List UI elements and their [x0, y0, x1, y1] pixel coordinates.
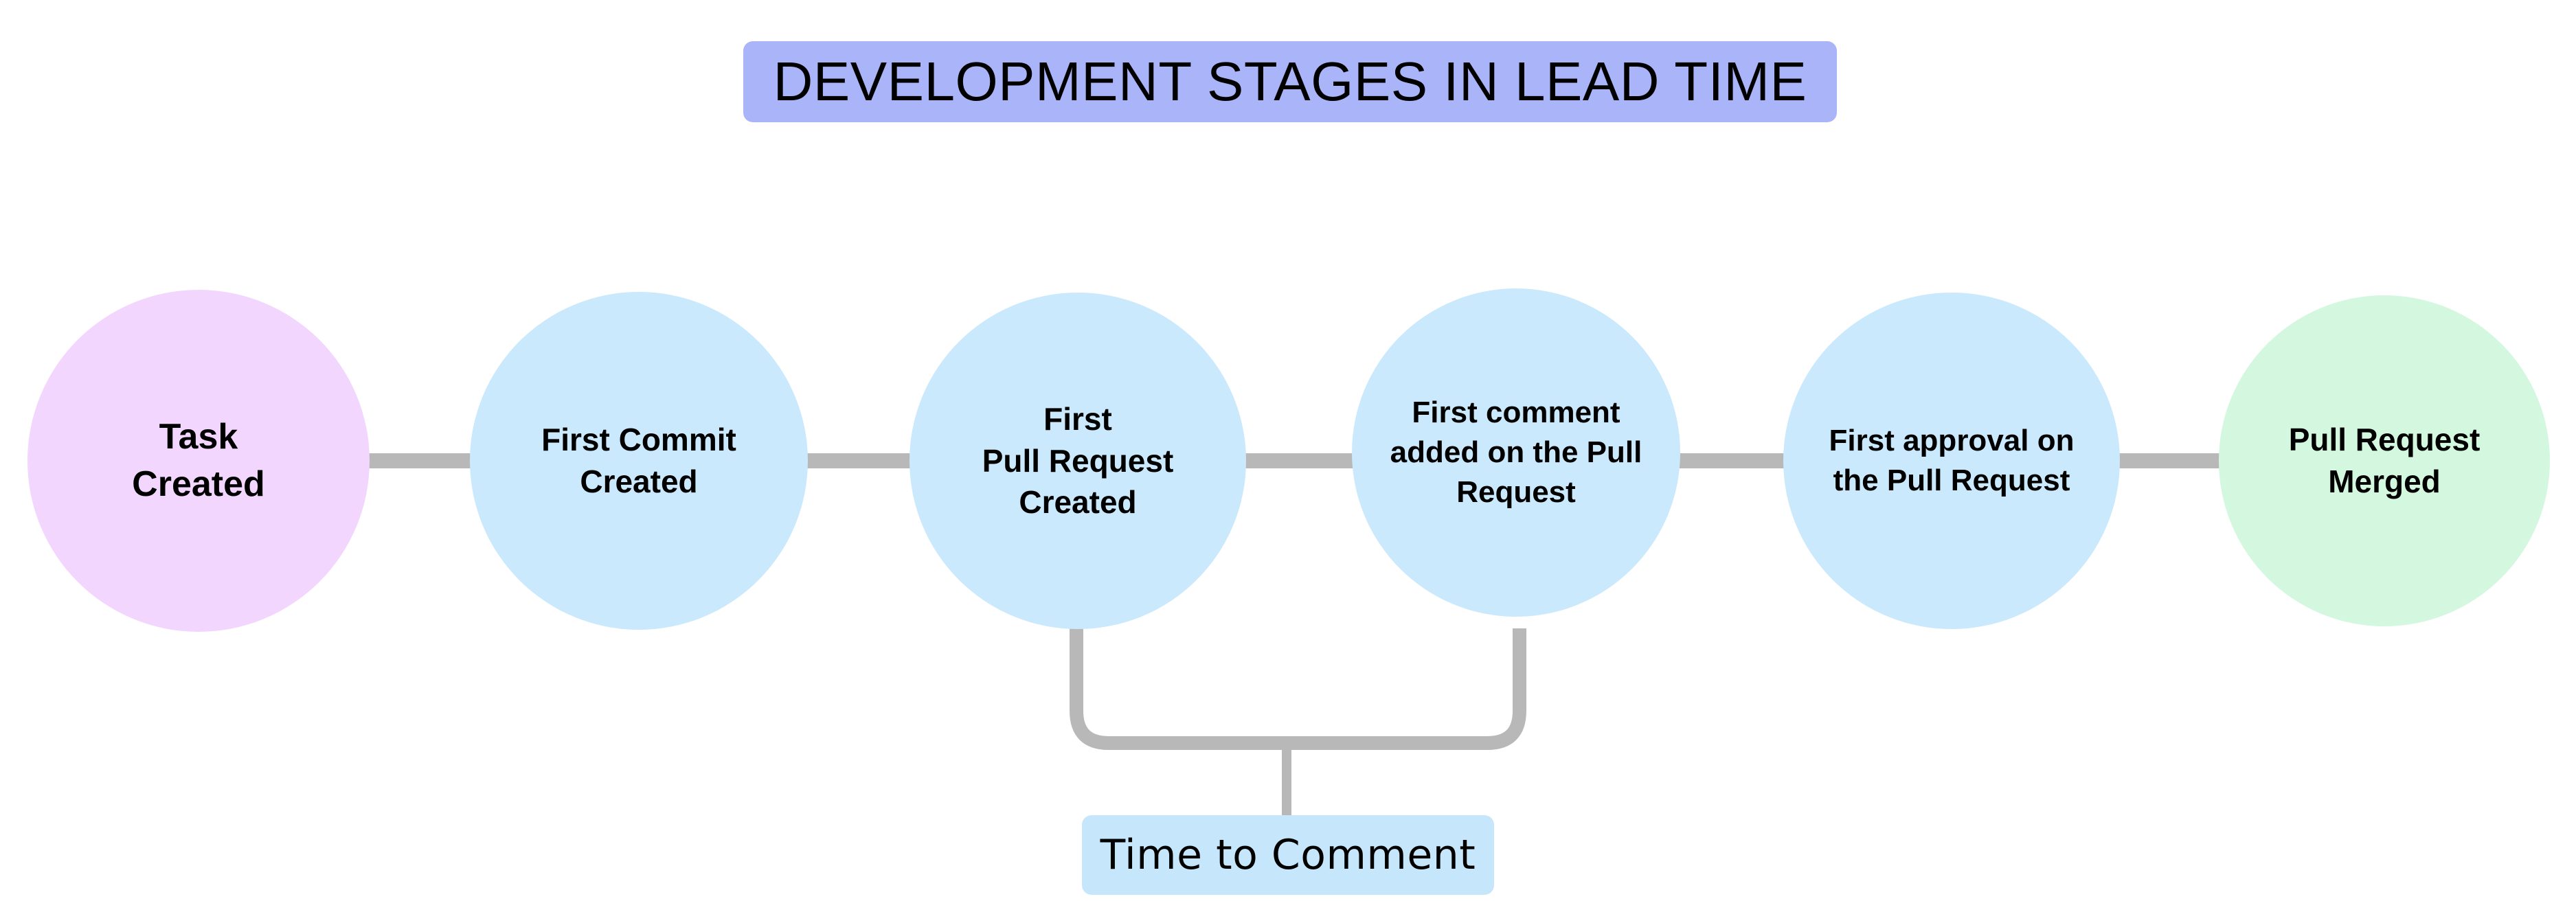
stage-label-task-created: Task Created: [132, 417, 265, 504]
diagram-title: DEVELOPMENT STAGES IN LEAD TIME: [773, 51, 1807, 112]
diagram-title-box: DEVELOPMENT STAGES IN LEAD TIME: [743, 41, 1837, 122]
bracket-left-arm: [1070, 628, 1285, 750]
annotation-time-to-comment[interactable]: Time to Comment: [1082, 815, 1494, 895]
stage-label-pull-request-merged: Pull Request Merged: [2288, 422, 2481, 499]
stage-label-first-commit-created: First Commit Created: [541, 422, 736, 499]
stage-label-first-approval-on-pull-request: First approval on the Pull Request: [1829, 423, 2075, 497]
stage-node-first-approval-on-pull-request[interactable]: First approval on the Pull Request: [1783, 293, 2120, 629]
stage-node-task-created[interactable]: Task Created: [27, 290, 370, 632]
annotation-label-time-to-comment: Time to Comment: [1100, 831, 1476, 879]
stage-node-first-commit-created[interactable]: First Commit Created: [470, 292, 808, 630]
stage-node-pull-request-merged[interactable]: Pull Request Merged: [2219, 295, 2550, 626]
stage-label-first-comment-on-pull-request: First comment added on the Pull Request: [1390, 395, 1642, 510]
bracket-right-arm: [1285, 628, 1526, 750]
stage-node-first-comment-on-pull-request[interactable]: First comment added on the Pull Request: [1352, 288, 1680, 617]
stage-label-first-pull-request-created: First Pull Request Created: [982, 400, 1174, 521]
stage-node-first-pull-request-created[interactable]: First Pull Request Created: [909, 293, 1246, 629]
